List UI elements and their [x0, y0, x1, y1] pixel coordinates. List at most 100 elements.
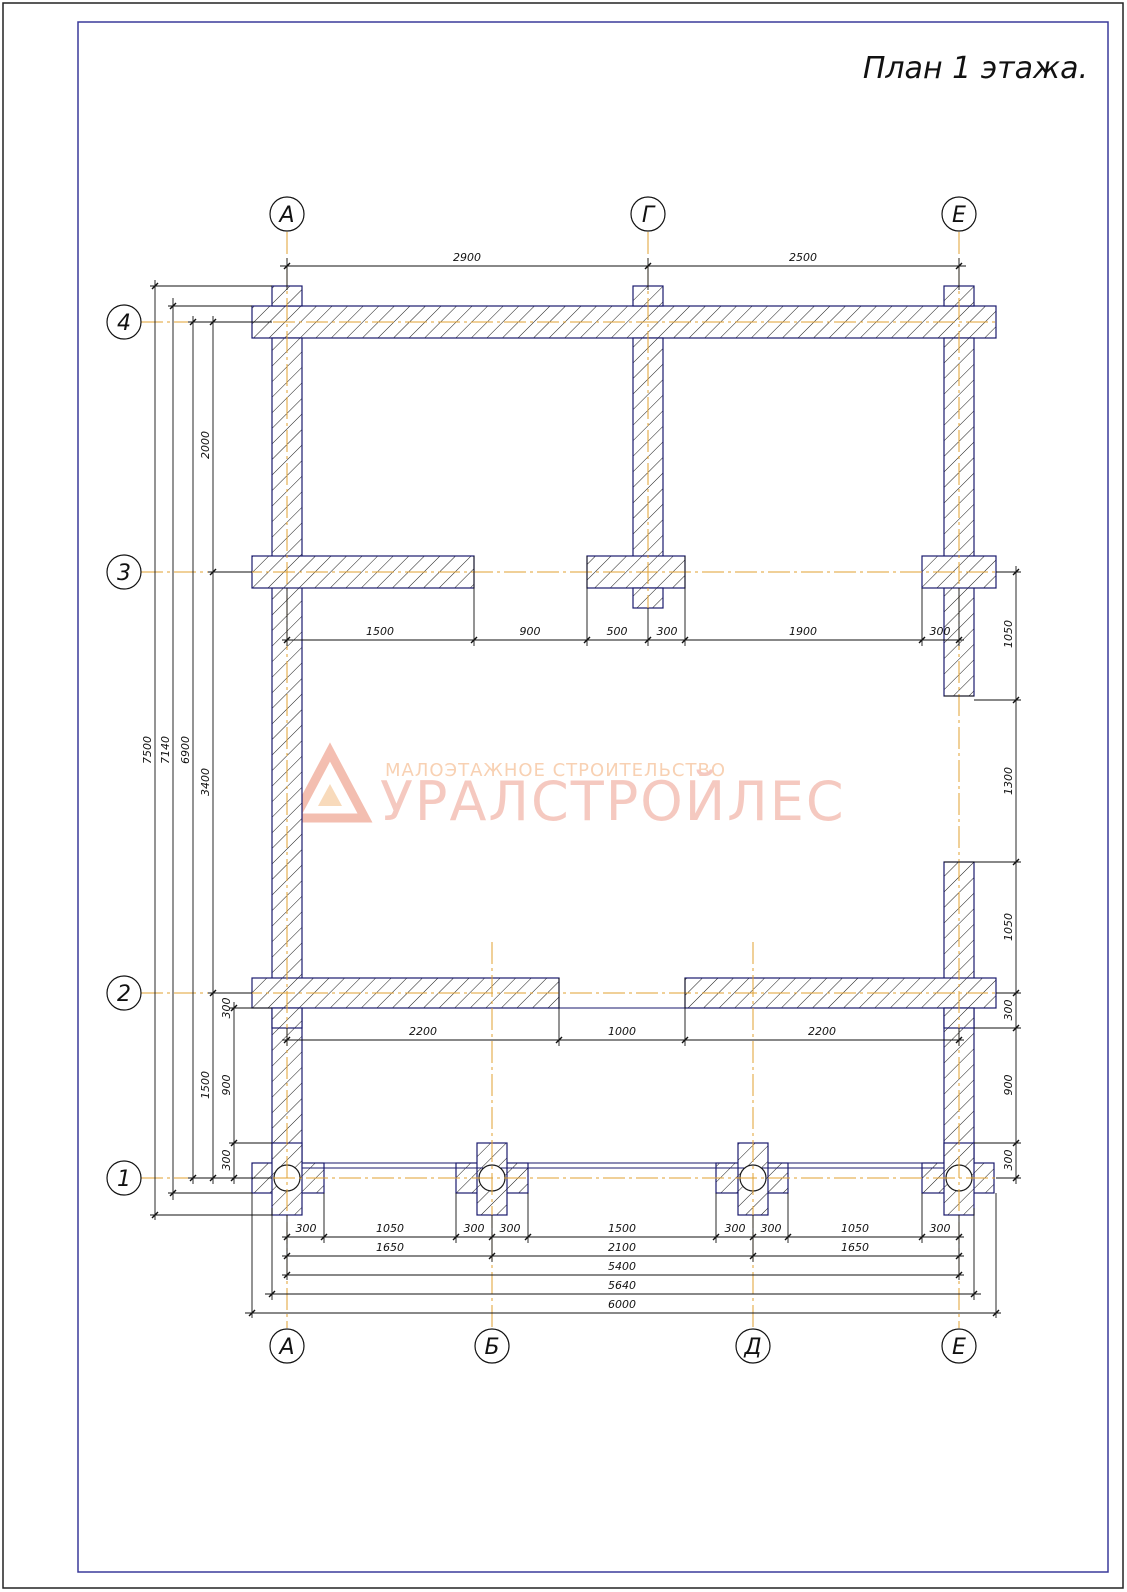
axis-label-top: Г	[642, 203, 656, 228]
dimension-tick	[1012, 989, 1020, 997]
walls	[251, 285, 997, 1216]
dimension-tick	[712, 1233, 720, 1241]
dimension-tick	[681, 1036, 689, 1044]
dim-text: 1900	[789, 625, 817, 638]
dim-text: 900	[220, 1075, 233, 1096]
dimension-tick	[488, 1233, 496, 1241]
dim-text: 7500	[141, 736, 154, 764]
dimension-tick	[955, 1252, 963, 1260]
dimension-tick	[992, 1309, 1000, 1317]
dim-text: 300	[464, 1222, 485, 1235]
dimension-tick	[749, 1233, 757, 1241]
dimension-tick	[169, 302, 177, 310]
dimension-tick	[230, 1139, 238, 1147]
drawing-frame	[77, 21, 1109, 1573]
dimension-tick	[524, 1233, 532, 1241]
axis-bubble-bottom-d	[735, 1328, 771, 1364]
dim-text: 2500	[789, 251, 817, 264]
dim-text: 900	[1002, 1075, 1015, 1096]
dim-text: 2200	[409, 1025, 437, 1038]
dimension-tick	[209, 568, 217, 576]
dim-text: 1500	[199, 1071, 212, 1099]
dimension-tick	[189, 1174, 197, 1182]
dim-text: 1300	[1002, 767, 1015, 795]
dimension-tick	[918, 636, 926, 644]
dimension-tick	[268, 1290, 276, 1298]
dimension-tick	[320, 1233, 328, 1241]
plan-title: План 1 этажа.	[863, 51, 1088, 86]
dimension-tick	[955, 1036, 963, 1044]
dim-text: 1050	[1002, 620, 1015, 648]
axis-label-row: 2	[117, 982, 131, 1007]
dimension-texts-vertical: 7500 7140 6900 2000 3400 1500 300 900 30…	[141, 431, 1015, 1171]
dimension-tick	[209, 989, 217, 997]
dim-text: 300	[930, 625, 951, 638]
dim-text: 1650	[376, 1241, 404, 1254]
dim-text: 300	[1002, 1000, 1015, 1021]
dimension-lines	[150, 258, 1021, 1318]
dimension-tick	[151, 1211, 159, 1219]
dim-text: 1650	[841, 1241, 869, 1254]
dim-text: 300	[1002, 1150, 1015, 1171]
dim-text: 1500	[608, 1222, 636, 1235]
dimension-tick	[230, 1174, 238, 1182]
dimension-tick	[955, 1271, 963, 1279]
dim-text: 7140	[159, 736, 172, 764]
dim-text: 1000	[608, 1025, 636, 1038]
axis-bubble-row-2	[106, 975, 142, 1011]
dimension-ticks	[151, 262, 1020, 1317]
dimension-tick	[1012, 1024, 1020, 1032]
axis-bubble-top-a	[269, 196, 305, 232]
axis-labels: А Г Е А Б Д Е 4 3 2 1	[117, 203, 966, 1360]
dim-text: 2200	[808, 1025, 836, 1038]
dim-text: 1050	[376, 1222, 404, 1235]
dim-text: 300	[657, 625, 678, 638]
dimension-tick	[955, 1233, 963, 1241]
dimension-tick	[189, 318, 197, 326]
dim-text: 2900	[453, 251, 481, 264]
axis-bubble-bottom-a	[269, 1328, 305, 1364]
dimension-tick	[209, 1174, 217, 1182]
dimension-tick	[1012, 696, 1020, 704]
dimension-tick	[209, 318, 217, 326]
dim-text: 5400	[608, 1260, 636, 1273]
dimension-tick	[583, 636, 591, 644]
dimension-tick	[283, 1036, 291, 1044]
dim-text: 3400	[199, 768, 212, 796]
dimension-tick	[644, 262, 652, 270]
dimension-tick	[488, 1252, 496, 1260]
watermark-logo-icon	[287, 742, 373, 823]
watermark-brand: УРАЛСТРОЙЛЕС	[380, 770, 846, 833]
dim-text: 900	[520, 625, 541, 638]
dim-text: 6900	[179, 736, 192, 764]
axis-label-bottom: А	[277, 1335, 294, 1360]
dimension-tick	[283, 1252, 291, 1260]
axis-lines	[141, 232, 996, 1328]
dimension-tick	[452, 1233, 460, 1241]
dimension-tick	[681, 636, 689, 644]
axis-bubbles	[106, 196, 977, 1364]
dimension-tick	[1012, 568, 1020, 576]
axis-label-bottom: Е	[952, 1335, 966, 1360]
axis-bubble-top-g	[630, 196, 666, 232]
dimension-tick	[749, 1252, 757, 1260]
axis-bubble-top-e	[941, 196, 977, 232]
axis-label-bottom: Б	[484, 1335, 499, 1360]
dimension-tick	[955, 636, 963, 644]
axis-label-row: 4	[117, 311, 131, 336]
axis-bubble-bottom-b	[474, 1328, 510, 1364]
dim-text: 300	[220, 998, 233, 1019]
dimension-tick	[1012, 1174, 1020, 1182]
dim-text: 300	[296, 1222, 317, 1235]
axis-label-row: 1	[117, 1167, 131, 1192]
dim-text: 1050	[1002, 913, 1015, 941]
dimension-tick	[470, 636, 478, 644]
axis-bubble-row-3	[106, 554, 142, 590]
dimension-texts: 2900 2500 1500 900 500 300 1900 300 2200…	[296, 251, 951, 1311]
axis-bubble-row-4	[106, 304, 142, 340]
watermark-tagline: МАЛОЭТАЖНОЕ СТРОИТЕЛЬСТВО	[385, 760, 726, 781]
dimension-tick	[644, 636, 652, 644]
dim-text: 6000	[608, 1298, 636, 1311]
dimension-tick	[784, 1233, 792, 1241]
